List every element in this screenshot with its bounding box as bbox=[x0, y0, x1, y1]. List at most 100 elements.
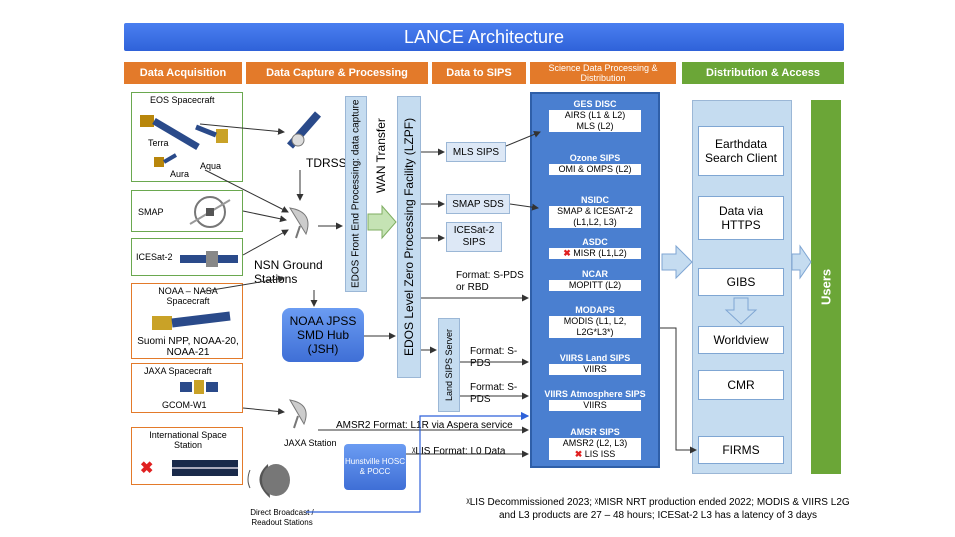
science-section-3: ASDC✖ MISR (L1,L2) bbox=[536, 236, 654, 264]
science-product-item: VIIRS bbox=[549, 364, 641, 375]
science-section-title: MODAPS bbox=[575, 305, 615, 315]
science-product-item: ✖ MISR (L1,L2) bbox=[549, 248, 641, 259]
science-product-label: VIIRS bbox=[583, 364, 607, 374]
smap-box: SMAP bbox=[131, 190, 243, 232]
data-via-https-box[interactable]: Data via HTTPS bbox=[698, 196, 784, 240]
arrow-eos-to-nsn bbox=[204, 169, 289, 213]
science-product-item: AIRS (L1 & L2) bbox=[549, 110, 641, 121]
header-data-capture: Data Capture & Processing bbox=[246, 62, 428, 84]
arrow-smap-to-nsn bbox=[242, 210, 287, 223]
format-spds-rbd-label: Format: S-PDS or RBD bbox=[456, 270, 524, 293]
science-product-label: AIRS (L1 & L2) bbox=[564, 110, 626, 120]
science-section-products: SMAP & ICESAT-2 (L1,L2, L3) bbox=[549, 206, 641, 228]
science-product-label: MODIS (L1, L2, L2G*L3*) bbox=[563, 316, 627, 337]
decommissioned-x-icon: ✖ bbox=[563, 248, 574, 258]
direct-broadcast-dish-icon bbox=[247, 464, 290, 498]
amsr2-format-label: AMSR2 Format: L1R via Aspera service bbox=[336, 420, 513, 431]
science-product-item: MODIS (L1, L2, L2G*L3*) bbox=[549, 316, 641, 338]
nsn-antenna-icon bbox=[288, 207, 309, 239]
science-section-title: VIIRS Land SIPS bbox=[559, 353, 631, 363]
science-section-title: NSIDC bbox=[580, 195, 609, 205]
science-section-products: AIRS (L1 & L2)MLS (L2) bbox=[549, 110, 641, 132]
noaa-nasa-box: NOAA – NASA Spacecraft Suomi NPP, NOAA-2… bbox=[131, 283, 243, 359]
format-spds-label-1: Format: S-PDS bbox=[470, 346, 518, 369]
science-product-label: MOPITT (L2) bbox=[568, 280, 622, 290]
header-data-to-sips: Data to SIPS bbox=[432, 62, 526, 84]
science-section-title: NCAR bbox=[582, 269, 608, 279]
science-product-item: AMSR2 (L2, L3) bbox=[549, 438, 641, 449]
science-section-title: GES DISC bbox=[573, 99, 617, 109]
firms-box[interactable]: FIRMS bbox=[698, 436, 784, 464]
science-product-label: LIS ISS bbox=[584, 449, 616, 459]
decommissioned-x-icon: ✖ bbox=[140, 460, 154, 477]
gibs-box[interactable]: GIBS bbox=[698, 268, 784, 296]
noaa-title: NOAA – NASA Spacecraft bbox=[158, 286, 218, 306]
direct-broadcast-label: Direct Broadcast / Readout Stations bbox=[250, 508, 314, 527]
mls-sips-box: MLS SIPS bbox=[446, 142, 506, 162]
header-data-acquisition: Data Acquisition bbox=[124, 62, 242, 84]
science-product-item: OMI & OMPS (L2) bbox=[549, 164, 641, 175]
arrow-direct-to-sips bbox=[306, 411, 530, 513]
icesat-box: ICESat-2 bbox=[131, 238, 243, 276]
smap-label: SMAP bbox=[138, 207, 164, 217]
arrow-eos-to-tdrss bbox=[199, 123, 285, 135]
jaxa-sub: GCOM-W1 bbox=[162, 400, 207, 410]
arrow-mls-to-gesdisc bbox=[505, 131, 541, 147]
science-section-products: ✖ MISR (L1,L2) bbox=[549, 248, 641, 259]
science-product-label: SMAP & ICESAT-2 (L1,L2, L3) bbox=[557, 206, 633, 227]
eos-title: EOS Spacecraft bbox=[150, 95, 215, 105]
science-product-label: VIIRS bbox=[583, 400, 607, 410]
science-section-products: MOPITT (L2) bbox=[549, 280, 641, 291]
arrow-jaxa-to-antenna bbox=[242, 407, 285, 415]
arrow-ncar-to-distribution bbox=[661, 244, 693, 280]
science-product-item: SMAP & ICESAT-2 (L1,L2, L3) bbox=[549, 206, 641, 228]
suomi-npp-satellite-icon bbox=[152, 311, 231, 330]
icesat-label: ICESat-2 bbox=[136, 252, 173, 262]
header-science: Science Data Processing & Distribution bbox=[530, 62, 676, 84]
aqua-label: Aqua bbox=[200, 161, 222, 171]
science-product-label: MISR (L1,L2) bbox=[573, 248, 627, 258]
icesat-sips-box: ICESat-2 SIPS bbox=[446, 222, 502, 252]
science-section-title: ASDC bbox=[582, 237, 608, 247]
science-section-products: OMI & OMPS (L2) bbox=[549, 164, 641, 175]
jaxa-title: JAXA Spacecraft bbox=[144, 366, 212, 376]
science-section-products: VIIRS bbox=[549, 364, 641, 375]
science-product-label: MLS (L2) bbox=[576, 121, 614, 131]
huntsville-box: Hunstville HOSC & POCC bbox=[344, 444, 406, 490]
terra-label: Terra bbox=[148, 138, 169, 148]
science-section-products: MODIS (L1, L2, L2G*L3*) bbox=[549, 316, 641, 338]
arrow-noaa-to-nsn bbox=[199, 275, 285, 293]
jsh-box: NOAA JPSS SMD Hub (JSH) bbox=[282, 308, 364, 362]
science-product-label: OMI & OMPS (L2) bbox=[558, 164, 632, 174]
tdrss-label: TDRSS bbox=[306, 156, 347, 170]
worldview-box[interactable]: Worldview bbox=[698, 326, 784, 354]
noaa-sub: Suomi NPP, NOAA-20, NOAA-21 bbox=[137, 336, 239, 358]
gcom-satellite-icon bbox=[180, 380, 218, 394]
science-section-products: AMSR2 (L2, L3)✖ LIS ISS bbox=[549, 438, 641, 460]
footnote: ᵡLIS Decommissioned 2023; ᵡMISR NRT prod… bbox=[438, 496, 878, 522]
arrow-smap-to-nsidc bbox=[509, 203, 539, 211]
eos-spacecraft-box: EOS Spacecraft Terra Aqua Aura bbox=[131, 92, 243, 182]
science-product-item: MOPITT (L2) bbox=[549, 280, 641, 291]
iss-title: International Space Station bbox=[149, 430, 227, 450]
arrow-icesat-to-nsn bbox=[242, 229, 289, 256]
icesat-satellite-icon bbox=[180, 251, 238, 267]
decommissioned-x-icon: ✖ bbox=[574, 449, 585, 459]
science-section-title: AMSR SIPS bbox=[570, 427, 620, 437]
tdrss-satellite-icon bbox=[286, 111, 322, 149]
earthdata-search-client-box[interactable]: Earthdata Search Client bbox=[698, 126, 784, 176]
cmr-box[interactable]: CMR bbox=[698, 370, 784, 400]
jaxa-antenna-icon bbox=[289, 399, 307, 429]
arrow-modaps-to-firms bbox=[660, 327, 697, 454]
arrow-edos-to-lzpf bbox=[367, 204, 397, 240]
page-title: LANCE Architecture bbox=[124, 23, 844, 51]
science-section-title: Ozone SIPS bbox=[569, 153, 621, 163]
jaxa-station-label: JAXA Station bbox=[284, 438, 337, 448]
